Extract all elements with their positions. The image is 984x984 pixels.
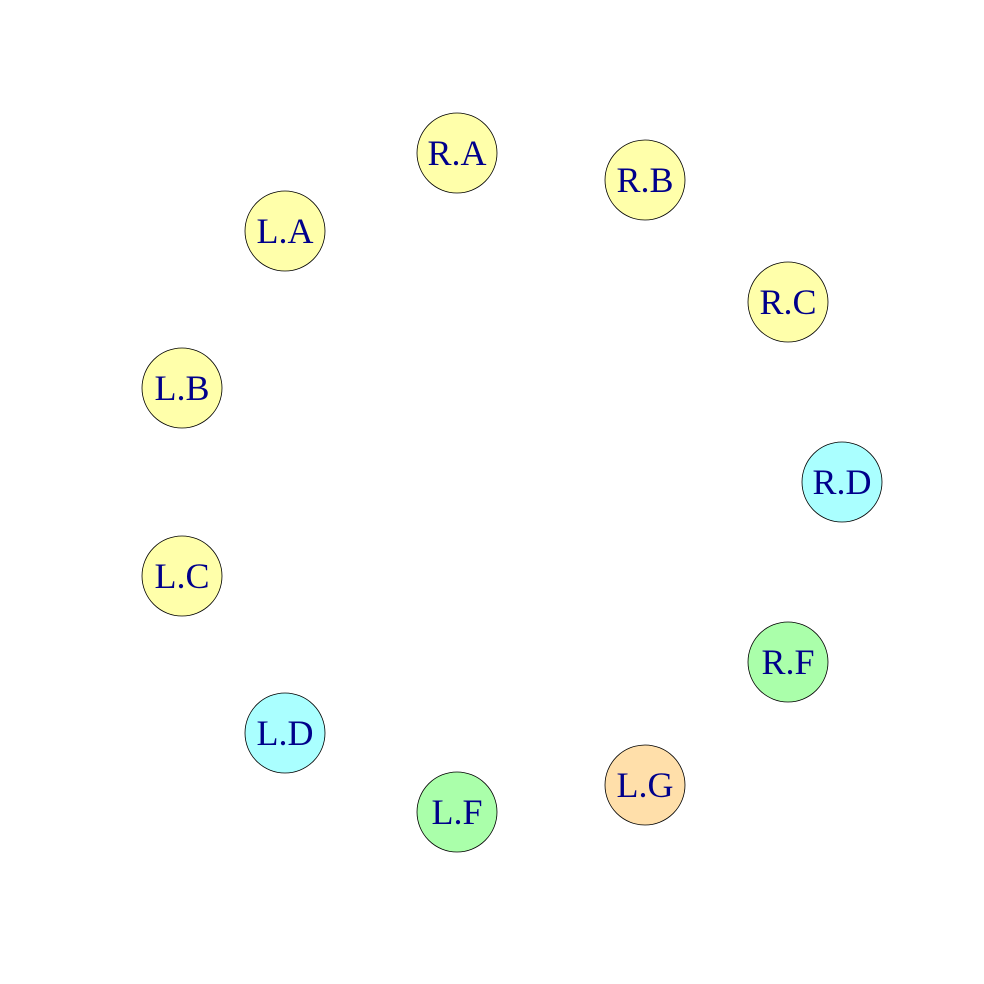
node-R.F: R.F: [747, 621, 829, 703]
node-R.B: R.B: [604, 139, 686, 221]
node-L.C: L.C: [141, 535, 223, 617]
node-circle: [244, 190, 326, 272]
node-L.A: L.A: [244, 190, 326, 272]
node-label: R.D: [812, 462, 871, 502]
node-label: R.B: [616, 160, 673, 200]
node-R.C: R.C: [747, 261, 829, 343]
node-L.F: L.F: [416, 771, 498, 853]
node-R.A: R.A: [416, 112, 498, 194]
node-L.D: L.D: [244, 692, 326, 774]
node-circle: [747, 261, 829, 343]
node-circle: [416, 112, 498, 194]
node-label: L.F: [431, 792, 482, 832]
node-label: L.A: [257, 211, 314, 251]
node-label: L.D: [257, 713, 314, 753]
node-label: L.G: [617, 765, 674, 805]
node-circle: [416, 771, 498, 853]
node-L.B: L.B: [141, 347, 223, 429]
node-label: L.C: [154, 556, 209, 596]
node-label: L.B: [154, 368, 209, 408]
node-label: R.A: [427, 133, 486, 173]
node-circle: [244, 692, 326, 774]
node-label: R.F: [761, 642, 814, 682]
node-circle: [604, 744, 686, 826]
node-circle: [604, 139, 686, 221]
node-circle: [141, 535, 223, 617]
node-label: R.C: [759, 282, 816, 322]
node-circle: [801, 441, 883, 523]
node-circle: [747, 621, 829, 703]
node-circle: [141, 347, 223, 429]
node-R.D: R.D: [801, 441, 883, 523]
node-L.G: L.G: [604, 744, 686, 826]
